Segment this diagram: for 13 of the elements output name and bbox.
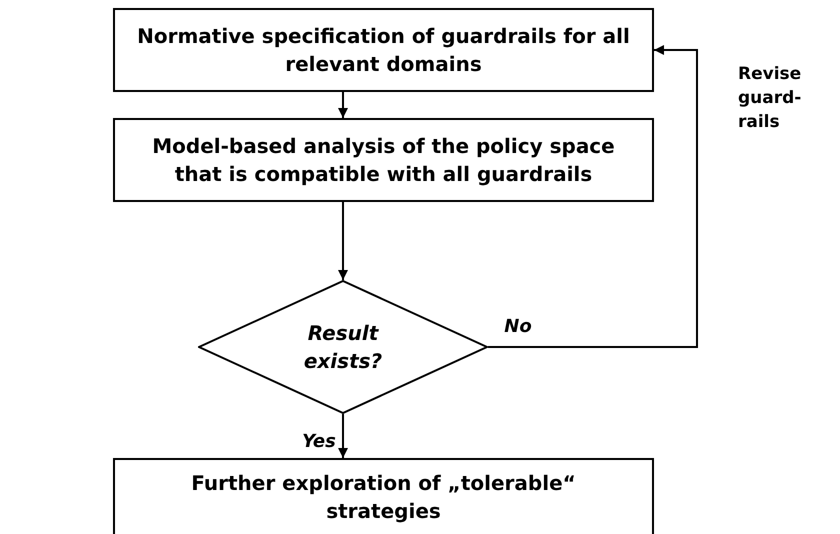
process-box [113, 118, 654, 202]
process-text: Model-based analysis of the policy space that is compatible with all guardrails [151, 133, 616, 188]
arrow [488, 45, 698, 348]
decision-diamond [198, 280, 488, 414]
process-box [113, 458, 654, 534]
arrow [338, 202, 348, 280]
process-box [113, 8, 654, 92]
note-text: Revise guard-rails [738, 63, 802, 134]
decision-text: Result exists? [302, 320, 384, 375]
process-text: Normative specification of guardrails for all relevant domains [136, 23, 631, 78]
process-text: Further exploration of „tolerable“ strategies [190, 470, 577, 525]
arrow [338, 414, 348, 458]
arrow [338, 92, 348, 118]
